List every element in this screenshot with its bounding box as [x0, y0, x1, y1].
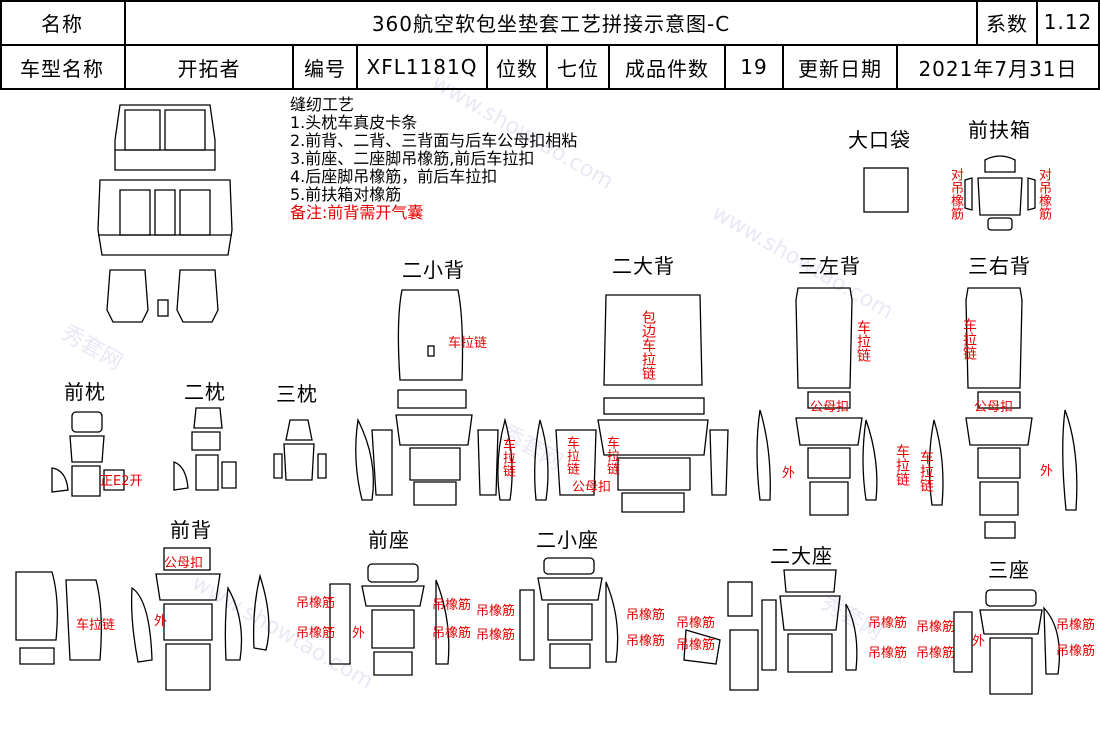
- annotation-outer: 外: [782, 466, 796, 481]
- second-small-back-shape: [355, 289, 513, 506]
- third-left-back-shape: [756, 287, 878, 516]
- annotation-snap: 公母扣: [164, 556, 204, 571]
- annotation-elastic: 吊橡筋: [916, 620, 956, 635]
- page-title: 360航空软包坐垫套工艺拼接示意图-C: [371, 11, 731, 36]
- big-pocket-shape: [863, 167, 909, 213]
- third-right-back-shape: [928, 287, 1078, 539]
- note-item: 1.头枕车真皮卡条: [290, 113, 418, 132]
- update-value: 2021年7月31日: [918, 56, 1078, 81]
- annotation-zipper-vertical: 车拉链: [604, 436, 619, 475]
- annotation-zipper: 车拉链: [448, 336, 488, 351]
- second-big-back-shape: [534, 294, 729, 513]
- annotation-elastic: 吊橡筋: [432, 626, 472, 641]
- note-item: 4.后座脚吊橡筋，前后车拉扣: [290, 167, 498, 186]
- annotation-zipper-vertical: 车拉链: [564, 436, 579, 475]
- annotation-zipper-vertical: 车拉链: [855, 320, 871, 362]
- annotation-elastic: 吊橡筋: [626, 608, 666, 623]
- update-label: 更新日期: [798, 56, 882, 81]
- header-table: 名称 360航空软包坐垫套工艺拼接示意图-C 系数 1.12 车型名称 开拓者 …: [0, 0, 1100, 90]
- annotation-elastic: 吊橡筋: [476, 628, 516, 643]
- sewing-notes: 缝纫工艺 1.头枕车真皮卡条 2.前背、二背、三背面与后车公母扣相粘 3.前座、…: [290, 96, 577, 222]
- annotation-elastic: 吊橡筋: [676, 638, 716, 653]
- annotation-elastic: 吊橡筋: [916, 646, 956, 661]
- second-small-seat-shape: [519, 557, 619, 669]
- label-third-left-back: 三左背: [798, 254, 861, 278]
- coef-label: 系数: [986, 11, 1028, 36]
- annotation-outer: 外: [352, 626, 366, 641]
- coef-value: 1.12: [1043, 10, 1093, 34]
- code-value: XFL1181Q: [366, 55, 478, 79]
- annotation-elastic: 吊橡筋: [1056, 644, 1096, 659]
- pieces-label: 成品件数: [625, 56, 709, 81]
- annotation-elastic: 吊橡筋: [676, 616, 716, 631]
- annotation-zipper-vertical: 车拉链: [918, 450, 934, 492]
- second-big-seat-shape: [683, 569, 858, 691]
- label-front-pillow: 前枕: [64, 380, 106, 404]
- second-pillow-shape: [173, 407, 237, 491]
- label-second-small-seat: 二小座: [536, 528, 599, 552]
- label-second-big-back: 二大背: [612, 254, 675, 278]
- note-item: 5.前扶箱对橡筋: [290, 185, 402, 204]
- annotation-outer: 外: [972, 634, 986, 649]
- annotation-elastic: 吊橡筋: [626, 634, 666, 649]
- label-front-back: 前背: [170, 518, 212, 542]
- annotation-elastic: 吊橡筋: [868, 646, 908, 661]
- annotation-snap: 公母扣: [572, 480, 612, 495]
- annotation-zipper-vertical: 车拉链: [500, 438, 515, 477]
- note-remark: 备注:前背需开气囊: [290, 203, 424, 222]
- annotation-zipper: 车拉链: [76, 618, 116, 633]
- third-pillow-shape: [273, 419, 327, 481]
- front-pillow-shape: [51, 411, 125, 497]
- label-second-small-back: 二小背: [402, 258, 465, 282]
- label-second-big-seat: 二大座: [770, 544, 833, 568]
- name-label: 名称: [41, 11, 83, 36]
- seats-value: 七位: [557, 56, 599, 81]
- seats-label: 位数: [496, 56, 538, 81]
- annotation-elastic-left: 对吊橡筋: [948, 168, 963, 220]
- label-third-right-back: 三右背: [968, 254, 1031, 278]
- model-value: 开拓者: [177, 56, 241, 81]
- model-label: 车型名称: [20, 56, 104, 81]
- annotation-elastic: 吊橡筋: [296, 626, 336, 641]
- annotation-outer: 外: [1040, 464, 1054, 479]
- car-overview-icon: [97, 104, 233, 323]
- pieces-value: 19: [740, 55, 768, 79]
- annotation-elastic: 吊橡筋: [476, 604, 516, 619]
- annotation-zipper-vertical: 车拉链: [961, 318, 977, 360]
- annotation-snap: 公母扣: [810, 400, 850, 415]
- front-armrest-shape: [964, 155, 1036, 231]
- annotation-snap: 公母扣: [974, 400, 1014, 415]
- annotation-elastic: 吊橡筋: [868, 616, 908, 631]
- note-item: 2.前背、二背、三背面与后车公母扣相粘: [290, 131, 578, 150]
- third-seat-shape: [953, 589, 1061, 695]
- front-back-shape: [15, 547, 270, 691]
- notes-title: 缝纫工艺: [290, 95, 355, 114]
- annotation-zipper-vertical: 车拉链: [894, 444, 910, 486]
- code-label: 编号: [304, 56, 346, 81]
- annotation-pillow-opening: 正E2开: [100, 474, 143, 489]
- label-big-pocket: 大口袋: [848, 128, 911, 152]
- annotation-edge-zipper: 包边车拉链: [640, 310, 656, 380]
- front-seat-shape: [329, 563, 450, 676]
- note-item: 3.前座、二座脚吊橡筋,前后车拉扣: [290, 149, 535, 168]
- label-second-pillow: 二枕: [184, 380, 226, 404]
- label-third-seat: 三座: [988, 558, 1030, 582]
- label-third-pillow: 三枕: [276, 382, 318, 406]
- annotation-elastic: 吊橡筋: [432, 598, 472, 613]
- annotation-elastic: 吊橡筋: [296, 596, 336, 611]
- annotation-elastic-right: 对吊橡筋: [1036, 168, 1051, 220]
- annotation-elastic: 吊橡筋: [1056, 618, 1096, 633]
- label-front-seat: 前座: [368, 528, 410, 552]
- label-front-armrest: 前扶箱: [968, 118, 1031, 142]
- annotation-outer: 外: [154, 614, 168, 629]
